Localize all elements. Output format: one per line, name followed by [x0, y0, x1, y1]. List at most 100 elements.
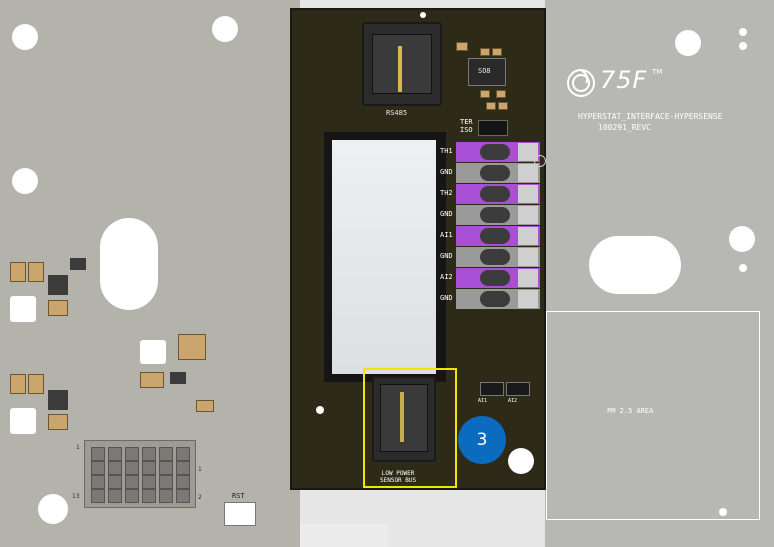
header-pin: [108, 489, 122, 503]
mounting-hole: [675, 30, 701, 56]
ic-chip: [70, 258, 86, 270]
resistor: [498, 102, 508, 110]
terminal-label: AI1: [440, 231, 453, 239]
terminal-label: TH1: [440, 147, 453, 155]
ai2-jumper-label: AI2: [508, 398, 518, 404]
header-pin: [159, 489, 173, 503]
rs485-connector: [362, 22, 442, 106]
low-power-sensor-bus-label: LOW POWER SENSOR BUS: [380, 470, 417, 484]
highlight-box: [363, 368, 457, 488]
capacitor: [48, 414, 68, 430]
ter-iso-label: TER ISO: [460, 118, 473, 134]
connector-pin: [400, 392, 404, 442]
mounting-hole: [12, 24, 38, 50]
so8-chip: [468, 58, 506, 86]
resistor: [196, 400, 214, 412]
capacitor: [10, 262, 26, 282]
pin-header-block: [84, 440, 196, 508]
ic-chip: [170, 372, 186, 384]
solder-pad: [10, 296, 36, 322]
header-pin: [91, 461, 105, 475]
terminal-row: AI2: [440, 268, 540, 288]
connector-housing: [380, 384, 428, 452]
header-pin: [159, 461, 173, 475]
solder-pad: [140, 340, 166, 364]
resistor: [480, 48, 490, 56]
header-pin: [176, 461, 190, 475]
board-title: HYPERSTAT_INTERFACE-HYPERSENSE: [578, 112, 723, 121]
header-pin: [142, 475, 156, 489]
oval-cutout: [589, 236, 681, 294]
capacitor: [48, 300, 68, 316]
rs485-label: RS485: [386, 109, 408, 117]
brand-name: 75F: [600, 66, 648, 94]
rst-label: RST: [232, 492, 245, 500]
callout-badge: 3: [458, 416, 506, 464]
terminal-label: GND: [440, 210, 453, 218]
low-power-sensor-bus-connector: [372, 376, 436, 462]
connector-housing: [372, 34, 432, 94]
terminal-screw: [480, 228, 510, 244]
terminal-label: TH2: [440, 189, 453, 197]
rst-button: [224, 502, 256, 526]
small-hole: [739, 28, 747, 36]
header-pin: [125, 447, 139, 461]
resistor: [496, 90, 506, 98]
header-pin: [159, 447, 173, 461]
capacitor: [28, 374, 44, 394]
pm-area-outline: PM 2.5 AREA: [546, 311, 760, 520]
header-pin: [142, 489, 156, 503]
terminal-cap: [518, 227, 538, 245]
header-pin: [125, 489, 139, 503]
terminal-label: GND: [440, 294, 453, 302]
terminal-screw: [480, 270, 510, 286]
solder-pad: [10, 408, 36, 434]
mounting-hole: [12, 168, 38, 194]
jumper-header: [478, 120, 508, 136]
terminal-screw: [480, 207, 510, 223]
brand-logo: 75F TM: [566, 66, 716, 102]
display-panel: [324, 132, 446, 382]
header-pin: [108, 461, 122, 475]
header-pin: [125, 475, 139, 489]
terminal-screw: [480, 249, 510, 265]
terminal-cap: [518, 269, 538, 287]
terminal-row: TH2: [440, 184, 540, 204]
terminal-label: AI2: [440, 273, 453, 281]
terminal-cap: [518, 143, 538, 161]
mounting-hole: [212, 16, 238, 42]
terminal-row: AI1: [440, 226, 540, 246]
small-hole: [719, 508, 727, 516]
resistor: [486, 102, 496, 110]
terminal-row: GND: [440, 163, 540, 183]
header-pin: [159, 475, 173, 489]
pm-area-label: PM 2.5 AREA: [607, 407, 654, 415]
board-revision: 100291_REVC: [598, 123, 651, 132]
header-pin: [176, 489, 190, 503]
small-hole: [420, 12, 426, 18]
header-number: 13: [72, 493, 80, 500]
header-number: 2: [198, 494, 202, 501]
resistor: [456, 42, 468, 51]
resistor: [480, 90, 490, 98]
ai1-jumper-label: AI1: [478, 398, 488, 404]
small-hole: [739, 42, 747, 50]
connector-pin: [398, 46, 402, 92]
header-number: 1: [76, 444, 80, 451]
capacitor: [10, 374, 26, 394]
header-pin: [142, 461, 156, 475]
header-pin: [142, 447, 156, 461]
inductor: [48, 390, 68, 410]
oval-cutout: [100, 218, 158, 310]
capacitor: [140, 372, 164, 388]
header-pin: [91, 489, 105, 503]
leaf-logo-icon: [567, 69, 595, 97]
terminal-cap: [518, 290, 538, 308]
terminal-label: GND: [440, 168, 453, 176]
terminal-row: GND: [440, 289, 540, 309]
jumper-ai1: [480, 382, 504, 396]
header-pin: [176, 447, 190, 461]
mounting-hole: [508, 448, 534, 474]
terminal-row: GND: [440, 205, 540, 225]
header-pin: [108, 475, 122, 489]
